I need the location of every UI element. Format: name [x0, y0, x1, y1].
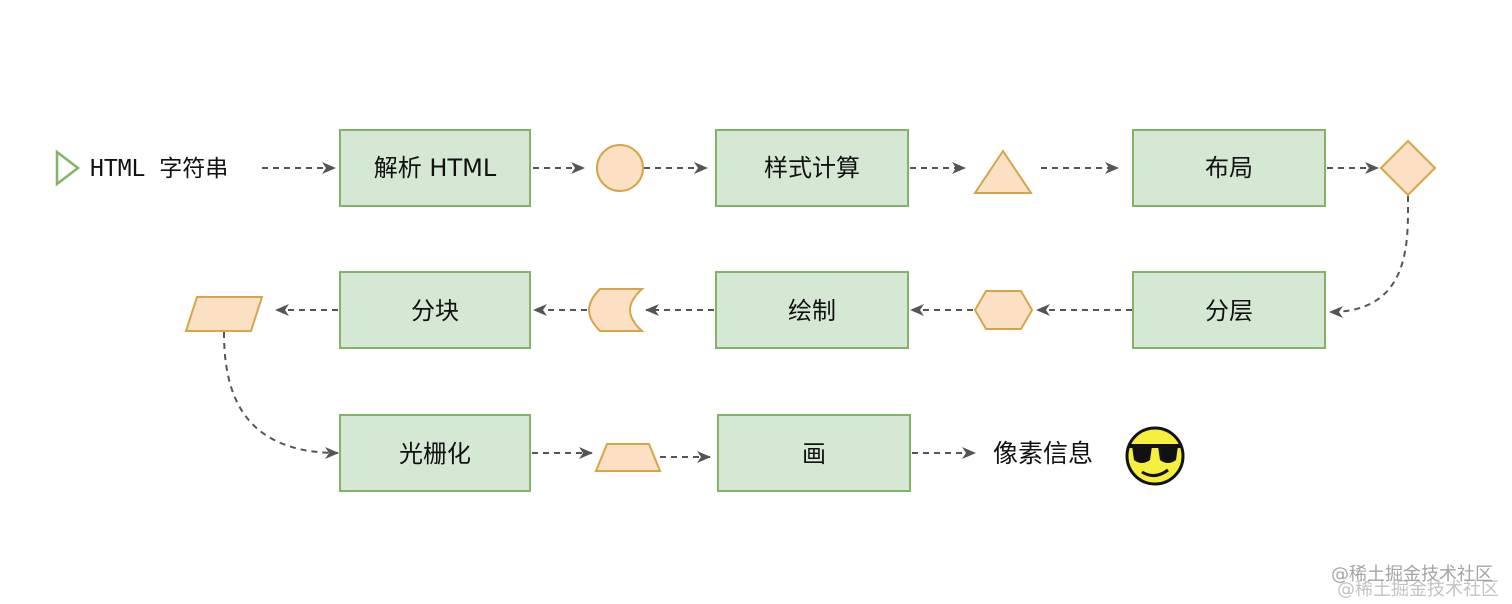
diamond-shape — [1379, 139, 1437, 197]
step-draw-label: 画 — [802, 440, 826, 468]
step-tiling-label: 分块 — [411, 297, 459, 325]
step-layering: 分层 — [1132, 271, 1326, 349]
start-triangle-icon — [55, 149, 81, 187]
triangle-shape — [973, 149, 1033, 194]
svg-text:@稀土掘金技术社区: @稀土掘金技术社区 — [1331, 564, 1493, 585]
stored-data-shape — [587, 288, 645, 332]
watermark: @稀土掘金技术社区 @稀土掘金技术社区 — [1331, 564, 1499, 600]
step-style-calc-label: 样式计算 — [764, 154, 860, 182]
step-layering-label: 分层 — [1205, 297, 1253, 325]
step-draw: 画 — [717, 414, 911, 492]
step-parse-html: 解析 HTML — [339, 129, 531, 207]
step-layout: 布局 — [1132, 129, 1326, 207]
sunglasses-smiley-icon — [1125, 426, 1185, 486]
svg-text:@稀土掘金技术社区: @稀土掘金技术社区 — [1337, 579, 1499, 600]
parallelogram-shape — [184, 296, 264, 332]
circle-shape — [596, 144, 644, 192]
arrow-diamond-to-layering — [1329, 195, 1410, 318]
step-paint: 绘制 — [715, 271, 909, 349]
arrow-parallelogram-to-rasterize — [223, 331, 339, 459]
output-label: 像素信息 — [993, 439, 1093, 468]
step-rasterize: 光栅化 — [339, 414, 531, 492]
step-rasterize-label: 光栅化 — [399, 440, 471, 468]
step-parse-html-label: 解析 HTML — [374, 154, 497, 182]
trapezoid-shape — [594, 443, 662, 472]
hexagon-shape — [973, 290, 1034, 330]
step-tiling: 分块 — [339, 271, 531, 349]
step-paint-label: 绘制 — [788, 297, 836, 325]
step-style-calc: 样式计算 — [715, 129, 909, 207]
step-layout-label: 布局 — [1205, 154, 1253, 182]
input-label: HTML 字符串 — [90, 156, 228, 182]
